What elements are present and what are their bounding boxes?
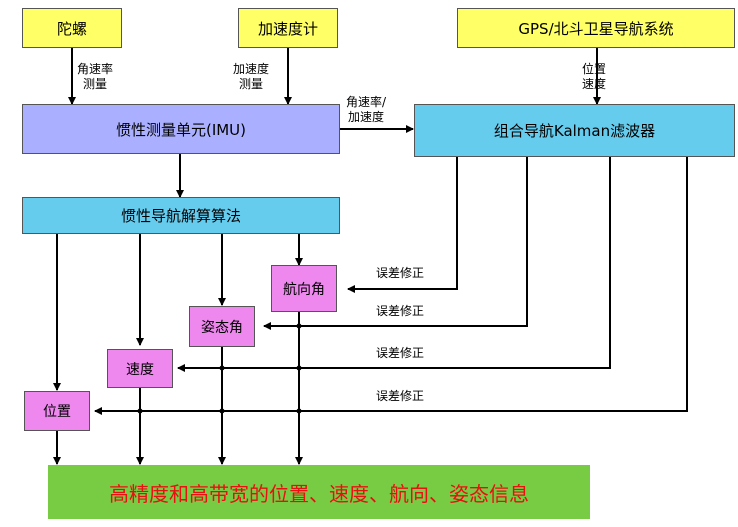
arrow-correction-heading	[347, 157, 458, 293]
imu-box: 惯性测量单元(IMU)	[22, 104, 340, 154]
heading-box: 航向角	[271, 265, 337, 312]
position-box: 位置	[24, 391, 90, 431]
arrow-correction-velocity	[177, 157, 611, 372]
gps-beidou-box: GPS/北斗卫星导航系统	[457, 8, 735, 48]
output-box: 高精度和高带宽的位置、速度、航向、姿态信息	[48, 465, 590, 519]
ins-algorithm-box: 惯性导航解算算法	[22, 197, 340, 234]
imu-to-kalman-label: 角速率/加速度	[346, 95, 387, 124]
gps-output-label: 位置速度	[582, 62, 607, 91]
accel-measure-label: 加速度测量	[233, 62, 270, 91]
correction-position-label: 误差修正	[376, 389, 425, 403]
correction-attitude-label: 误差修正	[376, 304, 425, 318]
accelerometer-box: 加速度计	[238, 8, 338, 48]
arrow-correction-position	[94, 157, 688, 415]
kalman-filter-box: 组合导航Kalman滤波器	[414, 104, 735, 157]
arrow-correction-attitude	[263, 157, 528, 330]
velocity-box: 速度	[107, 349, 173, 388]
correction-velocity-label: 误差修正	[376, 346, 425, 360]
gyro-measure-label: 角速率测量	[77, 62, 114, 91]
correction-heading-label: 误差修正	[376, 266, 425, 280]
attitude-box: 姿态角	[189, 306, 255, 347]
gyro-box: 陀螺	[22, 8, 122, 48]
